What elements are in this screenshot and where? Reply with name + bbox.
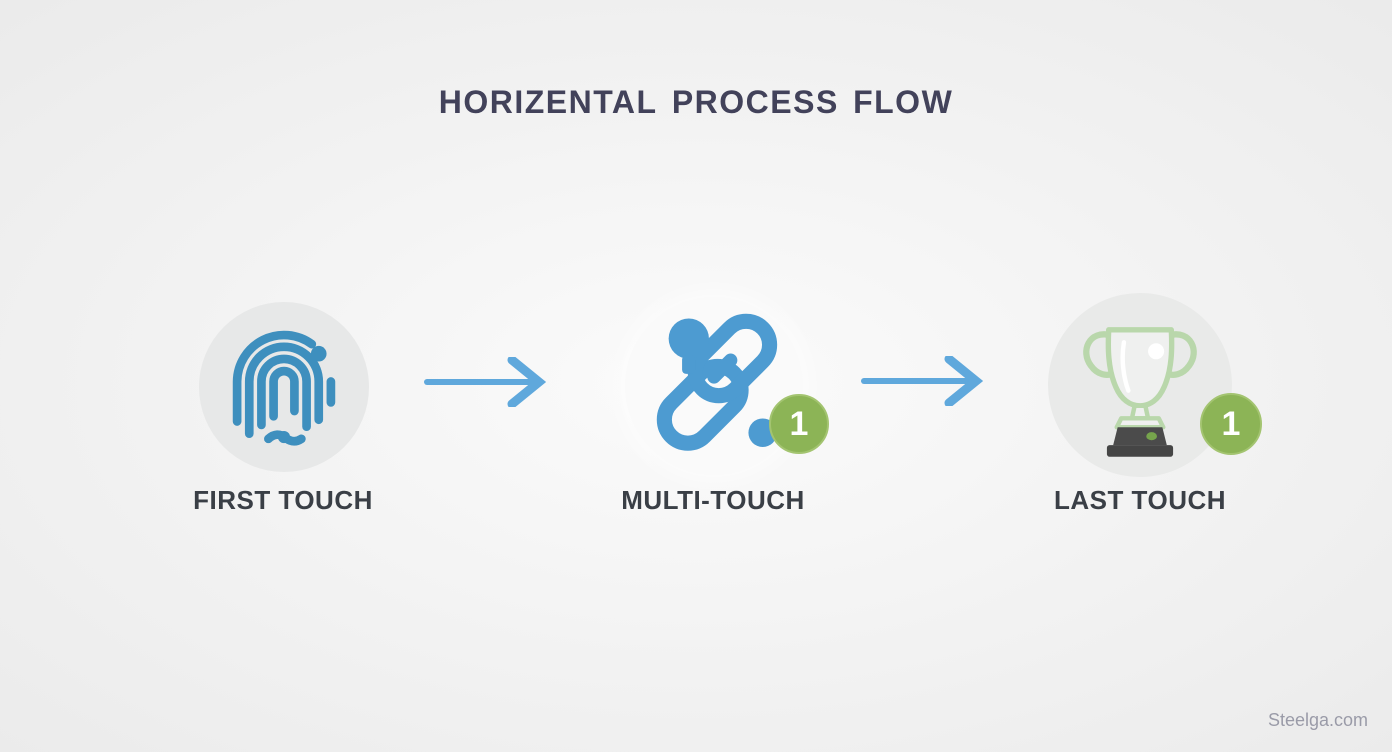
trophy-icon [1064, 303, 1216, 468]
arrow-right-icon [861, 354, 991, 408]
badge-number: 1 [789, 404, 809, 443]
step-circle-first-touch [199, 302, 369, 472]
fingerprint-icon [223, 319, 345, 456]
step-label-multi-touch: MULTI-TOUCH [621, 485, 805, 515]
person-link-icon [630, 300, 798, 473]
step-circle-multi-touch [625, 297, 803, 475]
arrow-right-icon [424, 355, 554, 409]
step-circle-last-touch [1048, 293, 1232, 477]
step-label-first-touch: FIRST TOUCH [193, 485, 373, 515]
watermark-text: Steelga.com [1267, 710, 1368, 730]
step-count-badge: 1 [1200, 393, 1262, 455]
step-count-badge: 1 [769, 394, 829, 454]
badge-number: 1 [1221, 404, 1241, 443]
page-title: Horizental Process Flow [438, 71, 954, 123]
step-label-last-touch: LAST TOUCH [1053, 485, 1227, 515]
